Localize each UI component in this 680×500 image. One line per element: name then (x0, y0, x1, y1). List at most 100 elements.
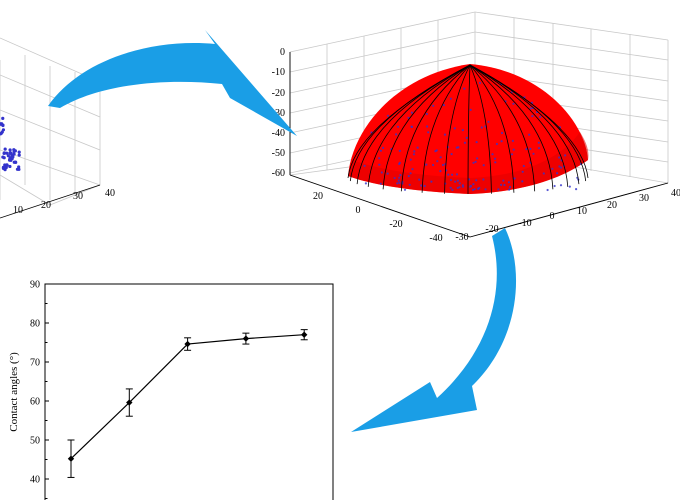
scatter3d-point (8, 148, 12, 152)
dome-point (449, 97, 452, 100)
dome-point (560, 166, 563, 169)
surface3d-x-tick: 30 (639, 193, 649, 204)
scatter3d-x-tick: 20 (41, 200, 51, 211)
scatter3d-point (17, 153, 21, 157)
dome-point (386, 114, 390, 117)
dome-point (453, 127, 456, 130)
line-chart-y-tick-label: 60 (30, 397, 40, 408)
dome-point (542, 172, 545, 175)
dome-mesh-line (469, 64, 515, 193)
line-chart-frame (44, 283, 334, 500)
dome-point (454, 180, 457, 183)
line-chart-y-tick-label: 80 (30, 319, 40, 330)
line-chart-point (242, 335, 250, 342)
dome-point (409, 158, 412, 161)
scatter3d-point (4, 165, 8, 170)
dome-point (432, 104, 435, 107)
dome-point (473, 188, 476, 191)
dome-mesh-line (469, 64, 589, 179)
dome-point (398, 149, 401, 152)
dome-mesh-line (421, 64, 471, 193)
dome-point (553, 184, 556, 188)
dome-mesh-line (367, 64, 471, 187)
dome-point (503, 183, 506, 187)
dome-point (513, 177, 516, 180)
dome-point (407, 116, 410, 119)
surface3d-x-tick: -10 (518, 218, 531, 229)
surface3d-x-tick: -20 (485, 224, 498, 235)
dome-point (478, 81, 481, 84)
dome-point (558, 165, 561, 168)
dome-point (529, 147, 532, 150)
scatter3d-point (0, 130, 4, 134)
dome-point (482, 178, 485, 181)
dome-point (537, 141, 540, 144)
dome-point (556, 172, 559, 175)
dome-point (530, 101, 534, 104)
dome-points (363, 81, 583, 192)
dome-point (418, 178, 421, 181)
dome-point (427, 131, 430, 134)
dome-point (532, 152, 535, 155)
scatter3d-point (8, 156, 12, 160)
dome-point (522, 164, 525, 168)
dome-point (441, 163, 445, 167)
dome-point (449, 186, 452, 189)
dome-mesh-lines (347, 64, 589, 195)
dome-point (472, 161, 475, 164)
dome-point (451, 188, 454, 191)
dome-point (471, 188, 475, 191)
dome-point (430, 180, 433, 183)
dome-point (465, 136, 468, 139)
dome-point (467, 178, 471, 181)
surface3d-x-tick: 20 (607, 200, 617, 211)
dome-point (432, 163, 435, 167)
surface3d-z-tick: -30 (272, 108, 285, 119)
scatter3d-point (8, 164, 12, 169)
dome-point (502, 179, 505, 182)
surface3d-z-tick: 0 (280, 47, 285, 58)
dome-point (463, 141, 466, 144)
dome-point (398, 181, 401, 184)
dome-point (451, 173, 454, 176)
dome-point (412, 153, 416, 156)
dome-point (409, 172, 412, 175)
dome-mesh-line (444, 64, 471, 194)
surface3d-z-tick: -60 (272, 168, 285, 179)
dome-mesh-line (469, 64, 569, 187)
dome-point (423, 184, 426, 188)
dome-point (443, 133, 447, 136)
scatter3d-point (5, 163, 9, 167)
dome-point (455, 146, 458, 149)
dome-point (398, 162, 401, 166)
dome-mesh-line (469, 64, 492, 194)
scatter3d-point (1, 123, 5, 128)
dome-point (475, 179, 478, 182)
dome-point (439, 156, 442, 159)
dome-point (395, 133, 398, 136)
scatter3d-point (13, 149, 17, 153)
dome-point (510, 153, 514, 156)
dome-point (531, 115, 534, 118)
dome-point (425, 163, 428, 166)
dome-point (456, 186, 459, 189)
dome-point (480, 126, 483, 129)
arrow-bottom (351, 228, 517, 432)
scatter3d-points (0, 116, 21, 172)
dome-point (493, 157, 497, 160)
surface3d-y-tick: 0 (356, 205, 361, 216)
dome-point (537, 147, 541, 150)
dome-point (529, 107, 532, 110)
dome-point (497, 188, 500, 191)
dome-point (484, 188, 487, 191)
dome-point (546, 188, 549, 192)
dome-point (458, 182, 461, 185)
surface3d-z-tick: -40 (272, 128, 285, 139)
dome-point (528, 133, 531, 136)
scatter3d-panel (0, 37, 101, 206)
line-chart-series (67, 329, 308, 478)
scatter3d-point (13, 160, 18, 164)
scatter3d-point (1, 116, 5, 120)
surface3d-x-tick: 40 (671, 188, 680, 199)
